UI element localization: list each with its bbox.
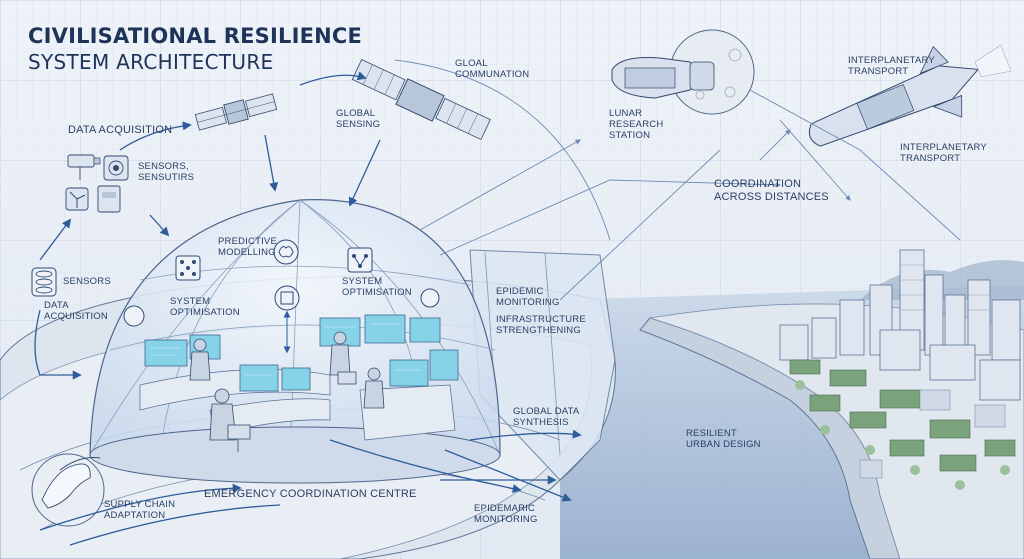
label-interplanetary-top: INTERPLANETARY TRANSPORT [848,55,935,77]
satellite-icon-2 [351,59,491,141]
label-data-acquisition-left: DATA ACQUISITION [44,300,108,322]
emergency-dome [89,199,501,484]
label-sensors-left: SENSORS [63,276,111,287]
label-data-acquisition-top: DATA ACQUISITION [68,124,173,136]
diagram-subtitle: SYSTEM ARCHITECTURE [28,50,274,74]
city-scene [560,249,1024,559]
sensor-box-icon [97,185,121,213]
label-system-optimisation-right: SYSTEM OPTIMISATION [342,276,412,298]
brain-icon [273,239,299,265]
label-infrastructure-strengthening: INFRASTRUCTURE STRENGTHENING [496,314,586,336]
label-interplanetary-bottom: INTERPLANETARY TRANSPORT [900,142,987,164]
label-predictive-modelling: PREDICTIVE MODELLING [218,236,278,258]
label-sensors-top: SENSORS, SENSUTIRS [138,161,195,183]
label-global-data-synthesis: GLOBAL DATA SYNTHESIS [513,406,580,428]
chip-icon [274,285,300,311]
hand-icon [31,453,105,527]
spacecraft-icon [808,44,1012,147]
flow-arrows [34,71,582,546]
database-icon-dome [123,288,440,327]
network-icon [175,255,201,281]
person-icon [189,331,385,441]
label-gloal-communation: GLOAL COMMUNATION [455,58,530,80]
label-lunar-research-station: LUNAR RESEARCH STATION [609,108,664,141]
camera-icon [67,154,101,180]
label-resilient-urban-design: RESILIENT URBAN DESIGN [686,428,761,450]
label-coordination: COORDINATION ACROSS DISTANCES [714,178,829,203]
wind-turbine-icon [65,187,89,211]
label-supply-chain-adaptation: SUPPLY CHAIN ADAPTATION [104,499,176,521]
sensor-target-icon [103,155,129,181]
satellite-icon [194,93,278,131]
network-icon-right [347,247,373,273]
label-epidemaric-monitoring: EPIDEMARIC MONITORING [474,503,538,525]
label-emergency-coordination-centre: EMERGENCY COORDINATION CENTRE [204,488,417,500]
diagram-title: CIVILISATIONAL RESILIENCE [28,24,363,48]
label-global-sensing: GLOBAL SENSING [336,108,381,130]
database-icon [31,267,57,297]
lunar-station-icon [611,29,755,115]
label-system-optimisation-left: SYSTEM OPTIMISATION [170,296,240,318]
label-epidemic-monitoring: EPIDEMIC MONITORING [496,286,560,308]
